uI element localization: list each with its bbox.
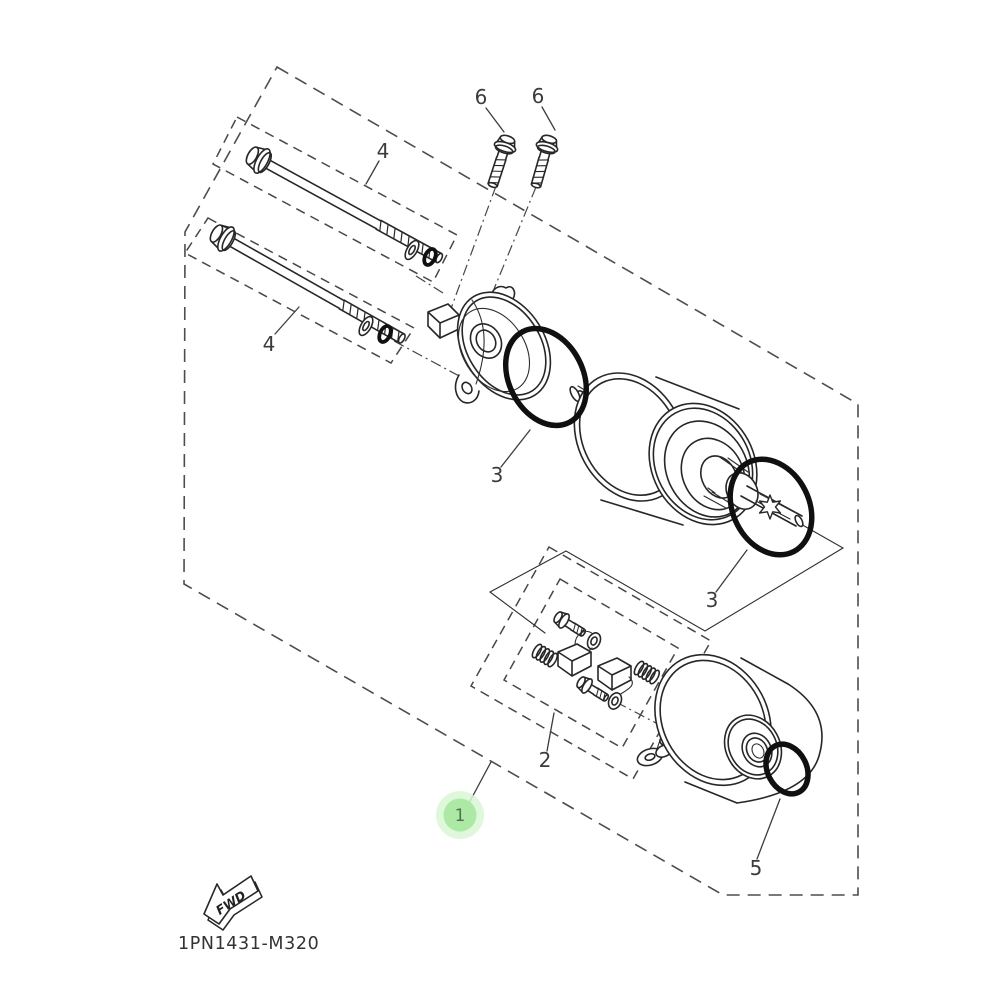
drawing-code: 1PN1431-M320 [178,934,319,954]
callout-3-rear[interactable]: 3 [706,588,719,612]
callout-6-right[interactable]: 6 [532,84,545,108]
flange-bolt-left [480,131,520,192]
callout-6-left[interactable]: 6 [475,85,488,109]
callout-3-front[interactable]: 3 [491,463,504,487]
armature-assembly [569,372,804,528]
pinion-star [758,494,782,520]
flange-bolt-right [524,132,562,192]
group-pointer-lines [489,522,845,634]
washer-top [401,237,423,263]
centerlines [393,185,657,724]
oring-rear-cover [763,741,811,797]
callout-5[interactable]: 5 [750,856,763,880]
rear-cover [636,653,823,804]
washer-bottom [355,313,377,339]
callout-1[interactable]: 1 [455,806,466,825]
bolt-group-box-top [211,115,459,284]
oring-front [502,325,590,429]
callout-1-highlight-marker[interactable]: 1 [436,791,484,839]
brush-holder-set [529,608,662,713]
assembly-dashed-border [183,65,859,896]
oring-washer-top [422,247,438,267]
bolt-group-box-bottom [183,217,416,364]
callout-2[interactable]: 2 [539,748,552,772]
fwd-direction-arrow: FWD [203,875,263,931]
oring-washer-bottom [377,324,393,344]
callout-4-bottom[interactable]: 4 [263,332,276,356]
callout-4-top[interactable]: 4 [377,139,390,163]
oring-rear [727,456,815,558]
front-cover [427,285,552,404]
